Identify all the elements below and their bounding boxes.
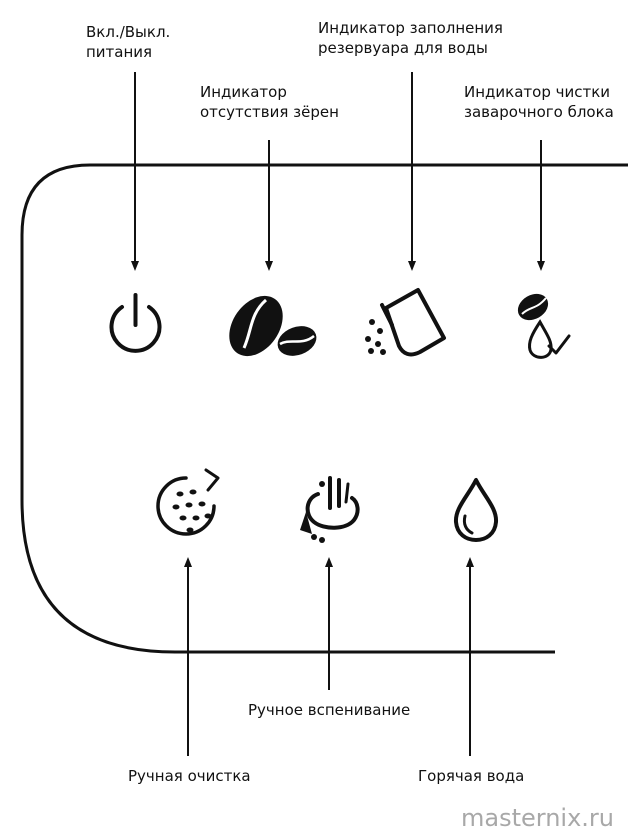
brew-unit-clean-icon[interactable]	[513, 289, 571, 359]
label-power: Вкл./Выкл. питания	[86, 23, 171, 61]
label-water-tank: Индикатор заполнения резервуара для воды	[318, 19, 503, 57]
watermark: masternix.ru	[461, 804, 614, 832]
power-icon[interactable]	[109, 293, 162, 353]
label-hot-water: Горячая вода	[418, 767, 525, 785]
label-no-beans: Индикатор отсутствия зёрен	[200, 83, 339, 121]
label-brew-clean: Индикатор чистки заварочного блока	[464, 83, 614, 121]
hot-water-icon[interactable]	[453, 478, 499, 542]
label-manual-froth: Ручное вспенивание	[248, 701, 411, 719]
coffee-beans-icon[interactable]	[218, 286, 320, 366]
manual-clean-icon[interactable]	[156, 468, 220, 536]
panel-outline	[20, 163, 628, 654]
water-tank-icon[interactable]	[365, 288, 446, 357]
manual-froth-icon[interactable]	[300, 476, 360, 543]
label-manual-clean: Ручная очистка	[128, 767, 251, 785]
